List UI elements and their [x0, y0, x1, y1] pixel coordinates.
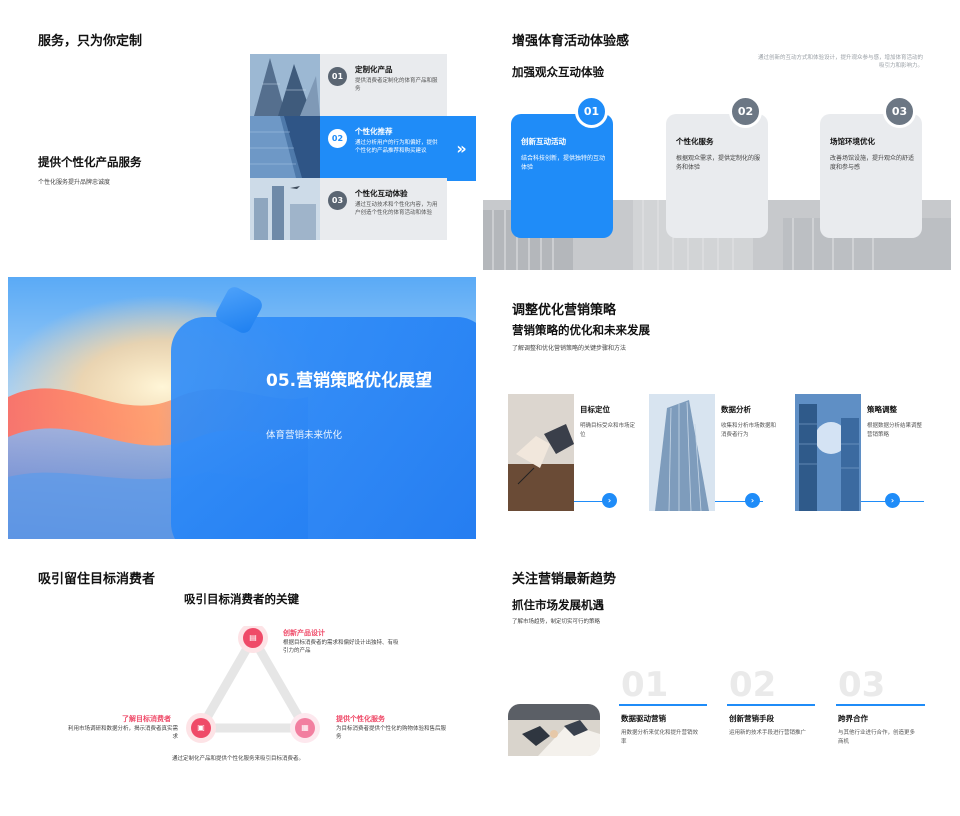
- slide-title: 吸引留住目标消费者: [38, 572, 156, 587]
- point-title: 创新产品设计: [283, 629, 325, 637]
- trend-underline: [619, 704, 707, 706]
- step-title: 策略调整: [867, 405, 897, 414]
- slide-1[interactable]: 服务，只为你定制 提供个性化产品服务 个性化服务提升品牌忠诚度 01 定制化产品…: [8, 8, 476, 270]
- item-title: 个性化互动体验: [355, 189, 408, 198]
- trend-desc: 与其他行业进行合作，创造更多商机: [838, 730, 916, 745]
- chat-icon: ▤: [243, 628, 263, 648]
- slide-3[interactable]: 05.营销策略优化展望 体育营销未来优化: [8, 277, 476, 539]
- card-title: 创新互动活动: [521, 137, 566, 146]
- list-item[interactable]: 03 个性化互动体验 通过互动技术和个性化内容，为用户创造个性化的体育活动和体验: [320, 178, 447, 240]
- item-number: 02: [328, 129, 347, 148]
- slide-5[interactable]: 吸引留住目标消费者 吸引目标消费者的关键 ▤ ▣ ▦ 创新产品设计 根据目标消费…: [8, 546, 476, 808]
- point-desc: 根据目标消费者的需求和偏好设计出独特、有吸引力的产品: [283, 640, 399, 655]
- city-skyline-photo: [795, 394, 861, 511]
- slide-title: 调整优化营销策略: [512, 303, 617, 318]
- section-subtitle: 体育营销未来优化: [266, 430, 343, 441]
- trend-underline: [836, 704, 925, 706]
- card-desc: 改善场馆设施，提升观众的舒适度和参与感: [830, 155, 915, 171]
- slide-subtitle: 抓住市场发展机遇: [512, 598, 604, 612]
- slide-subtitle: 吸引目标消费者的关键: [184, 592, 299, 606]
- trend-title: 数据驱动营销: [621, 714, 666, 723]
- slide-title: 关注营销最新趋势: [512, 572, 617, 587]
- point-desc: 为目标消费者提供个性化的购物体验和售后服务: [336, 726, 447, 741]
- card-number: 01: [575, 95, 608, 128]
- document-icon: ▦: [295, 718, 315, 738]
- card-interactive-activity[interactable]: 创新互动活动 结合科技创新，提供独特的互动体验: [511, 114, 613, 238]
- slide-subtitle: 提供个性化产品服务: [38, 155, 142, 169]
- slide-caption: 了解调整和优化营销策略的关键步骤和方法: [512, 345, 627, 352]
- item-number: 01: [328, 67, 347, 86]
- slide-4[interactable]: 调整优化营销策略 营销策略的优化和未来发展 了解调整和优化营销策略的关键步骤和方…: [483, 277, 951, 539]
- card-title: 场馆环境优化: [830, 137, 875, 146]
- card-number: 03: [883, 95, 916, 128]
- list-item[interactable]: 02 个性化推荐 通过分析用户的行为和偏好，提供个性化的产品推荐和购买建议: [320, 116, 447, 178]
- trend-title: 跨界合作: [838, 714, 868, 723]
- arrow-right-icon: ›: [745, 493, 760, 508]
- slide-caption: 了解市场趋势，制定切实可行的策略: [512, 619, 601, 625]
- card-desc: 结合科技创新，提供独特的互动体验: [521, 155, 606, 171]
- slide-note: 通过创新的互动方式和体验设计，提升观众参与感，增加体育活动的吸引力和影响力。: [757, 55, 923, 69]
- trend-title: 创新营销手段: [729, 714, 774, 723]
- item-desc: 通过分析用户的行为和偏好，提供个性化的产品推荐和购买建议: [355, 140, 438, 154]
- trend-desc: 运用新的技术手段进行营销推广: [729, 730, 807, 736]
- timeline-line: [715, 501, 763, 502]
- slide-subtitle: 营销策略的优化和未来发展: [512, 323, 650, 337]
- handshake-photo: [508, 394, 574, 511]
- trend-number: 02: [729, 665, 777, 705]
- step-desc: 明确目标受众和市场定位: [580, 423, 636, 438]
- step-title: 数据分析: [721, 405, 751, 414]
- point-title: 提供个性化服务: [336, 715, 385, 723]
- section-title: 05.营销策略优化展望: [266, 371, 433, 391]
- arrow-right-icon: ›: [885, 493, 900, 508]
- item-desc: 提供消费者定制化的体育产品和服务: [355, 78, 438, 92]
- card-personalized-service[interactable]: 个性化服务 根据观众需求，提供定制化的服务和体验: [666, 114, 768, 238]
- arrow-right-icon: ›: [602, 493, 617, 508]
- slide-title: 增强体育活动体验感: [512, 34, 630, 49]
- card-venue-optimization[interactable]: 场馆环境优化 改善场馆设施，提升观众的舒适度和参与感: [820, 114, 922, 238]
- item-title: 定制化产品: [355, 65, 393, 74]
- list-item[interactable]: 01 定制化产品 提供消费者定制化的体育产品和服务: [320, 54, 447, 116]
- double-chevron-right-icon: »: [447, 116, 476, 181]
- card-number: 02: [729, 95, 762, 128]
- skyscraper-photo-3: [250, 178, 320, 240]
- item-title: 个性化推荐: [355, 127, 393, 136]
- trend-number: 01: [621, 665, 669, 705]
- step-title: 目标定位: [580, 405, 610, 414]
- slide-footer: 通过定制化产品和提供个性化服务来吸引目标消费者。: [172, 756, 305, 762]
- glass-building-photo: [649, 394, 715, 511]
- slide-6[interactable]: 关注营销最新趋势 抓住市场发展机遇 了解市场趋势，制定切实可行的策略 01 02…: [483, 546, 951, 808]
- point-title: 了解目标消费者: [122, 715, 171, 723]
- item-desc: 通过互动技术和个性化内容，为用户创造个性化的体育活动和体验: [355, 202, 438, 216]
- trend-underline: [727, 704, 815, 706]
- card-desc: 根据观众需求，提供定制化的服务和体验: [676, 155, 761, 171]
- slide-caption: 个性化服务提升品牌忠诚度: [38, 179, 111, 186]
- skyscraper-photo-2: [250, 116, 320, 178]
- slide-subtitle: 加强观众互动体验: [512, 65, 604, 79]
- timeline-line: [574, 501, 616, 502]
- slide-title: 服务，只为你定制: [38, 34, 143, 49]
- step-desc: 根据数据分析结果调整营销策略: [867, 423, 923, 438]
- point-desc: 利用市场调研和数据分析，揭示消费者真实需求: [67, 726, 178, 741]
- meeting-photo: [508, 704, 600, 756]
- trend-desc: 用数据分析来优化和提升营销效率: [621, 730, 699, 745]
- cart-icon: ▣: [191, 718, 211, 738]
- trend-number: 03: [838, 665, 886, 705]
- slide-2[interactable]: 增强体育活动体验感 加强观众互动体验 通过创新的互动方式和体验设计，提升观众参与…: [483, 8, 951, 270]
- glass-panel: [171, 317, 476, 539]
- skyscraper-photo-1: [250, 54, 320, 116]
- item-number: 03: [328, 191, 347, 210]
- step-desc: 收集和分析市场数据和消费者行为: [721, 423, 777, 438]
- card-title: 个性化服务: [676, 137, 714, 146]
